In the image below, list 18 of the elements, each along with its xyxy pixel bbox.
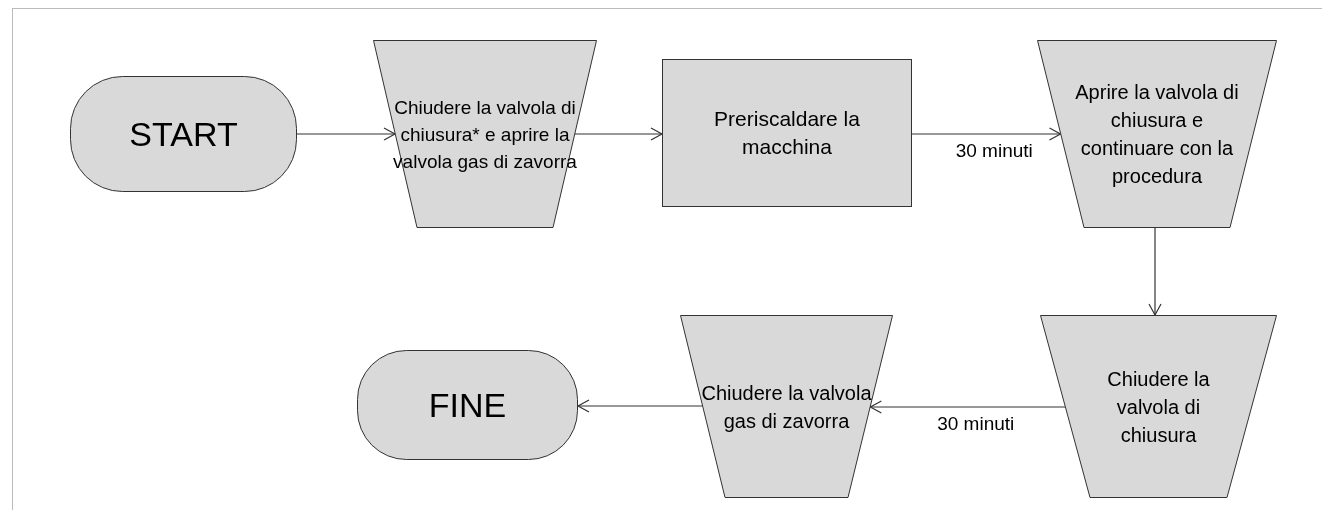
arrow bbox=[574, 127, 663, 141]
arrow bbox=[296, 127, 396, 141]
node-text: Chiudere la valvola di chiusura* e aprire la valvola gas di zavorra bbox=[392, 95, 578, 174]
manual-operation-shape bbox=[373, 40, 597, 228]
manual-operation-shape bbox=[1040, 315, 1277, 498]
node-text: Aprire la valvola di chiusura e continuare con la procedura bbox=[1074, 80, 1240, 189]
node-text: FINE bbox=[428, 384, 507, 426]
node-text: Chiudere la valvola di chiusura bbox=[1106, 366, 1211, 448]
node-text: Chiudere la valvola gas di zavorra bbox=[700, 380, 873, 434]
node-text: Preriscaldare la macchina bbox=[713, 106, 861, 160]
arrow bbox=[577, 399, 703, 413]
arrow bbox=[869, 400, 1066, 414]
arrow bbox=[911, 127, 1062, 141]
manual-operation-shape bbox=[1037, 40, 1277, 228]
arrow bbox=[1148, 227, 1162, 316]
manual-operation-shape bbox=[680, 315, 893, 498]
node-text: START bbox=[129, 113, 238, 155]
process-box bbox=[662, 59, 912, 207]
